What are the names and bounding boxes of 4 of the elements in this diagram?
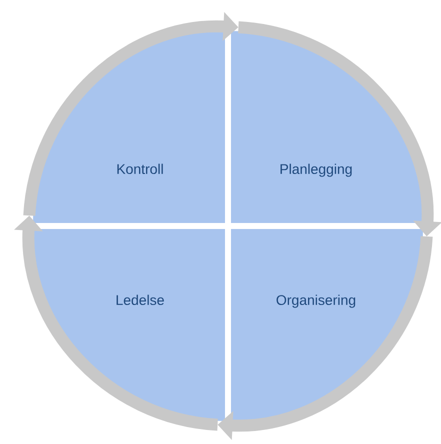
quadrant-sector: Kontroll	[33, 31, 225, 223]
quadrant-sector: Ledelse	[33, 229, 225, 421]
quadrant-sector: Planlegging	[231, 31, 423, 223]
quadrant-sector: Organisering	[231, 229, 423, 421]
